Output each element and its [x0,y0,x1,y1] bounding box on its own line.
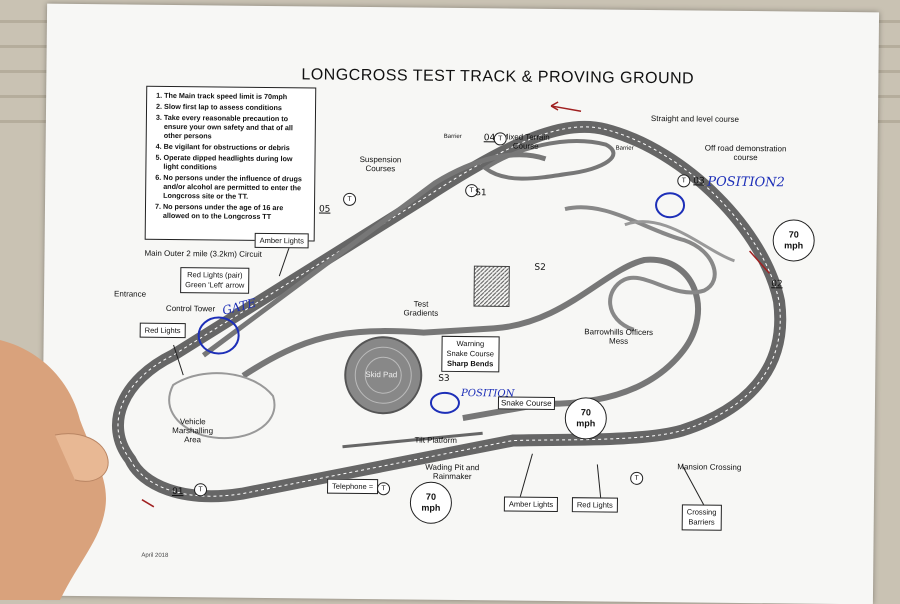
suspension-course [201,152,547,358]
red-lights-pair-box: Red Lights (pair) Green 'Left' arrow [180,267,250,294]
label-straight: Straight and level course [650,113,740,124]
position-03: 03 [693,176,705,187]
track-map [111,101,787,511]
label-tilt: Tilt Platform [414,435,457,445]
t-marker: T [493,132,507,146]
rule-item: No persons under the age of 16 are allow… [163,202,309,222]
mixed-terrain-course [481,139,616,181]
label-skid-pad: Skid Pad [365,370,398,380]
t-marker: T [343,192,357,206]
amber-lights-top: Amber Lights [254,232,309,249]
speed-value: 70 [788,229,799,240]
hand-circle-gate [197,316,240,355]
offroad-course [564,205,717,332]
label-test-gradients: Test Gradients [403,299,439,318]
position-s1: S1 [475,188,487,199]
speed-value: 70 [580,407,591,418]
rule-item: Take every reasonable precaution to ensu… [164,113,310,142]
position-s3: S3 [438,373,450,384]
test-gradients [473,265,510,308]
crossing-barriers-box: Crossing Barriers [681,504,722,531]
hand-circle-position [429,391,460,414]
warning-line3: Sharp Bends [446,358,494,369]
speed-unit: mph [421,502,441,513]
red-pair-line2: Green 'Left' arrow [185,280,245,290]
direction-arrow [141,499,155,508]
map-sheet: LONGCROSS TEST TRACK & PROVING GROUND Th… [40,3,880,604]
label-mansion-crossing: Mansion Crossing [677,462,742,472]
label-marshalling: Vehicle Marshalling Area [172,417,214,445]
speed-unit: mph [576,418,596,429]
red-lights-bottom: Red Lights [571,497,618,513]
t-marker: T [677,174,691,188]
position-02: 02 [771,279,783,290]
label-control-tower: Control Tower [165,303,216,314]
marshalling-area [168,372,276,440]
telephone-box: Telephone = [327,478,379,495]
hand-holding-paper [0,340,109,600]
infield-road [241,256,702,421]
rule-item: Slow first lap to assess conditions [164,102,310,113]
label-barrier-left: Barrier [443,133,462,141]
handwritten-position2: POSITION2 [707,174,785,191]
speed-unit: mph [784,240,804,251]
red-lights-box: Red Lights [139,322,186,339]
skid-pad [344,336,423,415]
position-04: 04 [483,133,496,144]
speed-value: 70 [425,491,437,502]
label-barrowhills: Barrowhills Officers Mess [584,327,654,346]
position-s2: S2 [534,262,546,273]
t-marker: T [193,483,208,497]
hand-circle-position2 [655,192,686,219]
amber-lights-bottom: Amber Lights [503,496,559,513]
red-pair-line1: Red Lights (pair) [187,270,243,280]
label-offroad: Off road demonstration course [704,143,787,163]
rule-item: No persons under the influence of drugs … [163,173,309,202]
rule-item: Be vigilant for obstructions or debris [164,142,310,153]
warning-line2: Snake Course [446,348,495,359]
label-suspension: Suspension Courses [359,154,402,174]
date-label: April 2018 [141,552,169,559]
warning-line1: Warning [456,338,485,349]
label-main-outer: Main Outer 2 mile (3.2km) Circuit [144,248,262,259]
position-01: 01 [171,486,184,498]
label-wading: Wading Pit and Rainmaker [425,462,480,482]
warning-box: Warning Snake Course Sharp Bends [441,335,500,373]
rules-box: The Main track speed limit is 70mph Slow… [144,85,317,242]
crossing-line2: Barriers [688,517,715,527]
label-barrier-right: Barrier [615,145,634,152]
position-05: 05 [318,204,331,215]
crossing-line1: Crossing [686,507,717,517]
t-marker: T [630,471,644,485]
rule-item: Operate dipped headlights during low lig… [163,153,309,173]
label-entrance: Entrance [114,289,147,299]
t-marker: T [376,482,391,496]
direction-arrow [550,105,582,112]
rule-item: The Main track speed limit is 70mph [164,91,310,102]
handwritten-position: POSITION [461,388,515,400]
direction-arrow [749,250,770,274]
